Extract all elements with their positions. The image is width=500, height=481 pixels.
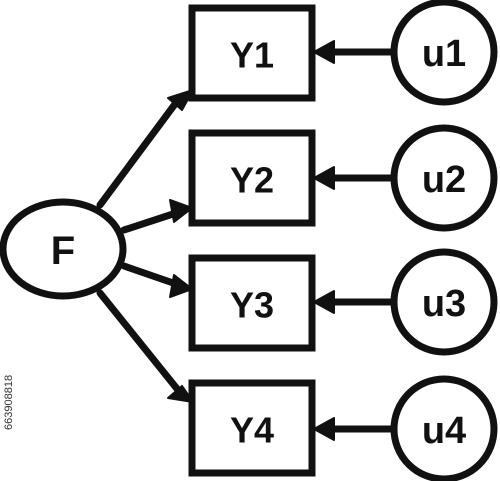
indicator-label-y4: Y4 [230,410,274,451]
indicator-box-y4 [188,379,316,477]
arrowhead-y4 [167,385,194,403]
error-label-u3: u3 [422,283,466,325]
factor-ellipse [0,198,127,300]
indicator-node-y2: Y2 [188,129,316,227]
indicator-label-y2: Y2 [230,160,274,201]
error-node-u1: u1 [390,0,498,106]
edge-f-y3 [120,262,180,288]
indicator-box-y3 [188,254,316,352]
indicator-box-y1 [188,4,316,102]
arrowhead-u3 [313,290,335,314]
error-circle-u1 [390,0,498,106]
factor-loadings [96,89,194,403]
arrowhead-u4 [313,417,335,441]
indicator-node-y3: Y3 [188,254,316,352]
error-paths [313,40,399,441]
arrowhead-y1 [167,89,194,111]
indicator-node-y4: Y4 [188,379,316,477]
error-circle-u2 [390,124,498,232]
error-circle-u4 [390,375,498,481]
arrowhead-y2 [169,199,193,223]
error-node-u3: u3 [390,248,498,356]
error-circle-u3 [390,248,498,356]
error-label-u2: u2 [422,159,466,201]
arrowhead-u1 [313,40,335,64]
factor-node: F [0,198,127,300]
error-node-u4: u4 [390,375,498,481]
error-label-u1: u1 [422,33,466,75]
error-node-u2: u2 [390,124,498,232]
indicator-node-y1: Y1 [188,4,316,102]
indicator-box-y2 [188,129,316,227]
error-label-u4: u4 [422,410,466,452]
factor-label: F [51,229,75,273]
indicator-label-y3: Y3 [230,285,274,326]
indicator-label-y1: Y1 [230,35,274,76]
edge-f-y4 [96,289,182,394]
arrowhead-y3 [169,274,193,298]
edge-f-y1 [96,96,182,209]
arrowhead-u2 [313,166,335,190]
edge-f-y2 [120,209,180,234]
watermark-id-text: 663908818 [3,375,15,430]
